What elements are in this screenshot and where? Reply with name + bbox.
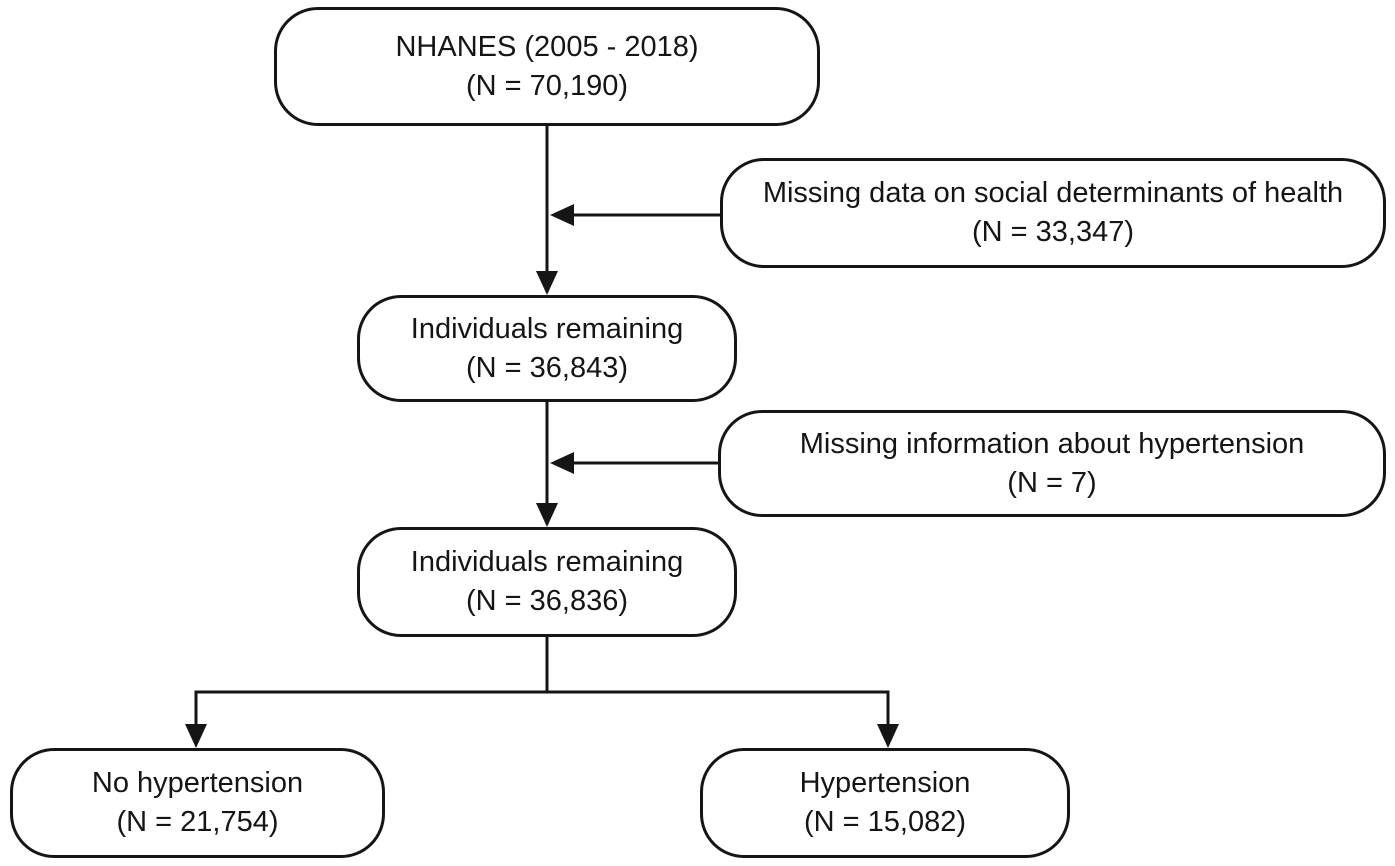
node-label: Individuals remaining [410,546,684,578]
arrowhead-down-1 [536,271,558,295]
arrowhead-down-left [185,724,207,748]
arrowhead-left-1 [550,204,574,226]
node-label: NHANES (2005 - 2018) [395,30,699,63]
node-label: Missing data on social determinants of h… [762,177,1344,209]
node-count: (N = 21,754) [116,806,279,838]
node-remaining-after-hypertension-info: Individuals remaining (N = 36,836) [357,527,737,637]
node-count: (N = 7) [1007,466,1097,499]
node-label: Individuals remaining [410,312,684,345]
node-count: (N = 36,843) [465,351,628,384]
node-no-hypertension: No hypertension (N = 21,754) [10,748,385,858]
node-excluded-sdoh: Missing data on social determinants of h… [720,158,1386,268]
arrowhead-down-2 [536,503,558,527]
node-excluded-hypertension-info: Missing information about hypertension (… [718,410,1386,517]
node-label: Hypertension [799,767,971,799]
node-nhanes-source: NHANES (2005 - 2018) (N = 70,190) [274,7,820,126]
arrowhead-down-right [877,724,899,748]
node-hypertension: Hypertension (N = 15,082) [700,748,1070,858]
node-remaining-after-sdoh: Individuals remaining (N = 36,843) [357,295,737,402]
node-count: (N = 70,190) [465,69,628,102]
node-label: Missing information about hypertension [799,427,1305,460]
node-count: (N = 36,836) [465,585,628,617]
arrowhead-left-2 [550,452,574,474]
node-count: (N = 15,082) [803,806,966,838]
node-count: (N = 33,347) [971,216,1134,248]
node-label: No hypertension [91,767,304,799]
